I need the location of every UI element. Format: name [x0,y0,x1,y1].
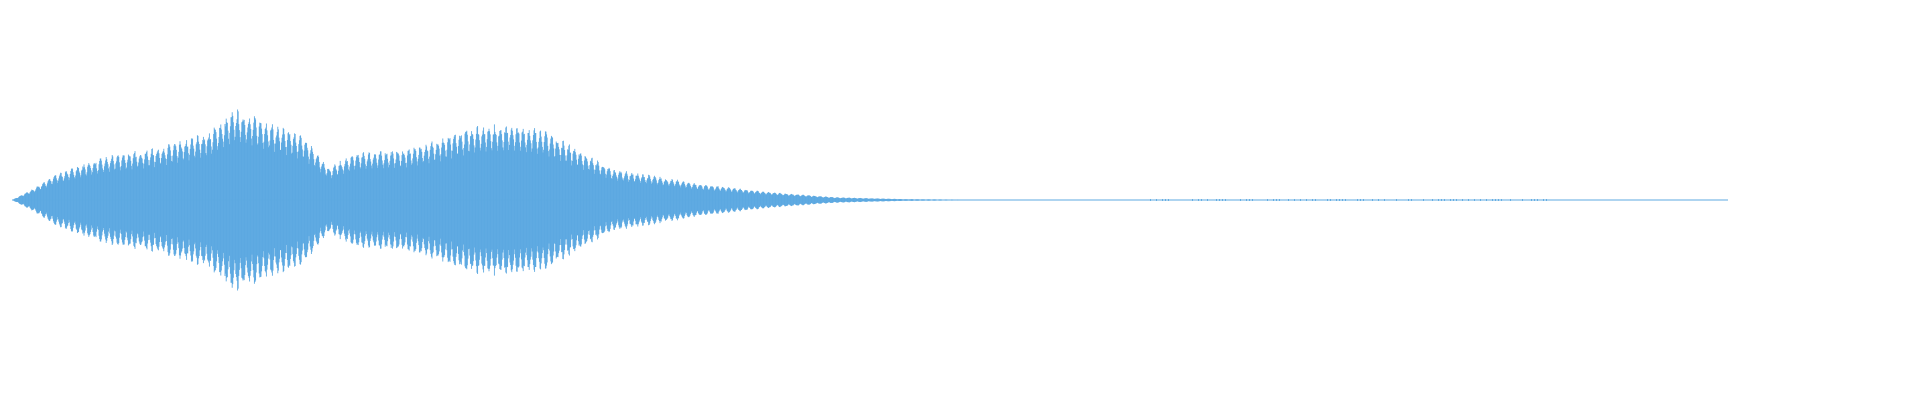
waveform-strokes [12,109,1566,291]
